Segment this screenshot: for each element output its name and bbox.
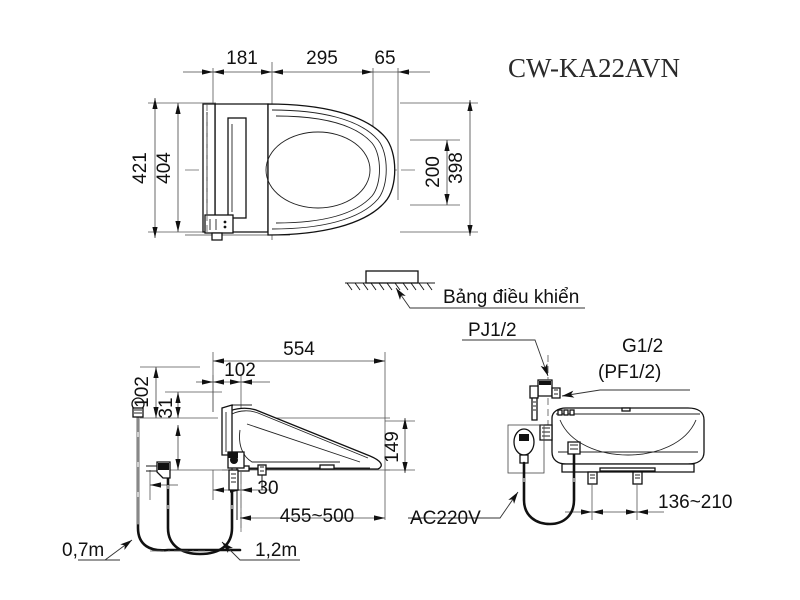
pf-thread-label: (PF1/2) — [598, 362, 661, 383]
page-title: CW-KA22AVN — [508, 53, 680, 83]
dim-404: 404 — [154, 152, 175, 184]
side-view-group — [78, 352, 415, 561]
dim-102-vertical: 102 — [132, 376, 153, 408]
rear-view-group — [408, 339, 705, 526]
pj-thread-label: PJ1/2 — [468, 320, 517, 341]
dim-136-210: 136~210 — [658, 492, 733, 513]
dim-30: 30 — [257, 478, 278, 499]
dim-421: 421 — [130, 152, 151, 184]
control-panel-detail-group — [345, 270, 585, 309]
dim-149: 149 — [382, 431, 403, 463]
dim-181: 181 — [226, 48, 258, 69]
top-view-group — [148, 62, 478, 241]
dim-65: 65 — [374, 48, 395, 69]
dim-455-500: 455~500 — [280, 506, 355, 527]
dim-554: 554 — [283, 339, 315, 360]
control-panel-label: Bảng điều khiển — [443, 287, 579, 308]
hose-length-label: 0,7m — [62, 540, 104, 561]
dim-31: 31 — [156, 397, 177, 418]
dim-102-horizontal: 102 — [224, 360, 256, 381]
power-supply-label: AC220V — [410, 508, 481, 529]
dim-398: 398 — [446, 152, 467, 184]
cord-length-label: 1,2m — [255, 540, 297, 561]
dim-295: 295 — [306, 48, 338, 69]
g-thread-label: G1/2 — [622, 336, 663, 357]
dim-200: 200 — [423, 156, 444, 188]
